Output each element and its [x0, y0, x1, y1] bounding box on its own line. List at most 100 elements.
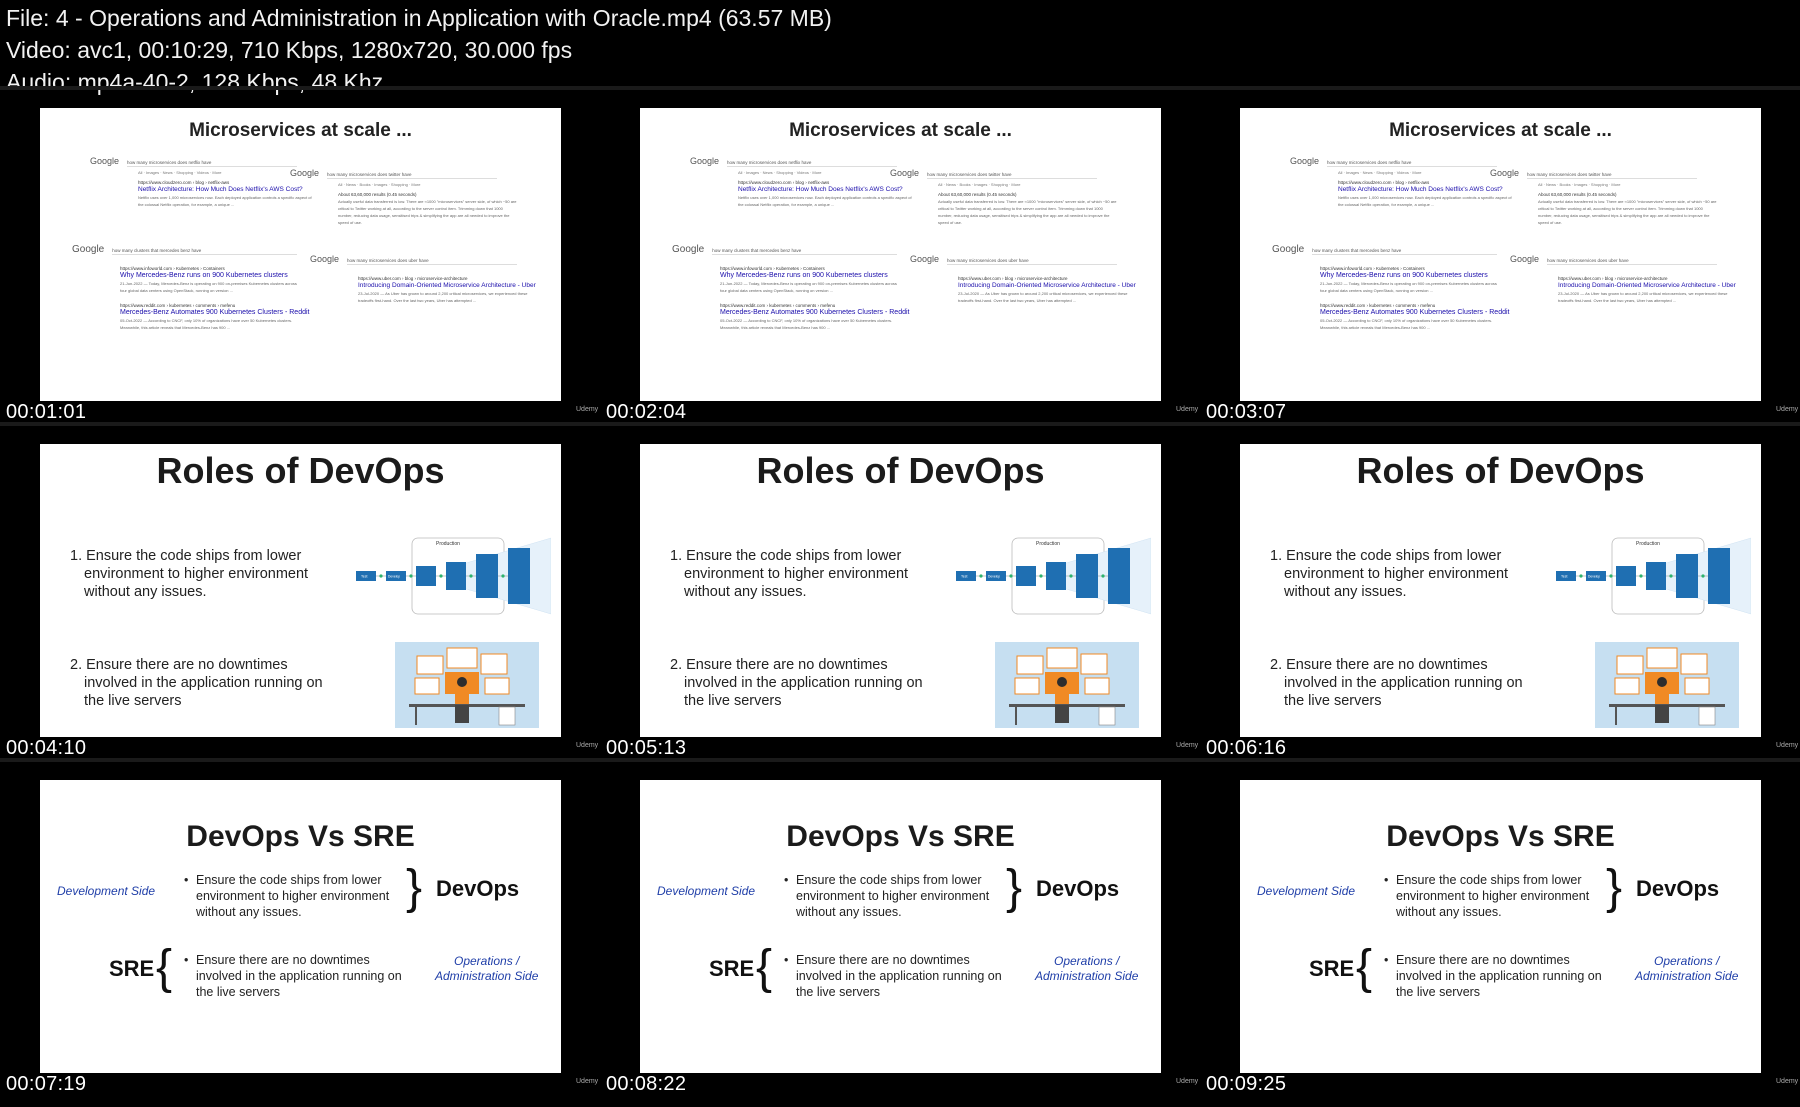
file-info-header: File: 4 - Operations and Administration …: [6, 2, 832, 98]
bullet-line: involved in the application running on: [796, 969, 1002, 983]
point-line: the live servers: [1284, 693, 1382, 709]
monitoring-illustration: [395, 642, 539, 728]
result-link: Introducing Domain-Oriented Microservice…: [358, 282, 536, 289]
slide-title: DevOps Vs SRE: [1386, 820, 1615, 853]
result-url: About 63,60,000 results (0.45 seconds): [338, 192, 417, 197]
result-snippet: 05-Oct-2022 — According to CNCF, only 10…: [1320, 318, 1493, 330]
stage-ultra: [1016, 566, 1036, 586]
udemy-watermark: Udemy: [1776, 1078, 1799, 1085]
sre-bullet: • Ensure there are no downtimes involved…: [784, 952, 1002, 1000]
slide-roles-of-devops: Roles of DevOps 1. Ensure the code ships…: [1240, 444, 1761, 737]
operations-side-label: Operations / Administration Side: [1635, 954, 1738, 984]
stage-label: Develop: [1588, 575, 1600, 579]
screen-left: [1616, 655, 1644, 675]
google-logo: Google: [1272, 244, 1305, 255]
result-snippet: Actually useful data transferred is low.…: [1538, 199, 1717, 225]
search-query: how many microservices does netflix have: [127, 159, 298, 167]
point-line: without any issues.: [684, 584, 807, 600]
udemy-watermark: Udemy: [576, 406, 599, 413]
google-logo: Google: [672, 244, 705, 255]
search-result-mercedes: Google how many clusters that mercedes be…: [672, 244, 910, 331]
monitoring-illustration: [1595, 642, 1739, 728]
devops-bullet: • Ensure the code ships from lower envir…: [1384, 872, 1589, 920]
stage-dot: [979, 574, 983, 578]
result-url: https://www.uber.com › blog › microservi…: [358, 276, 468, 281]
slide-title: Microservices at scale ...: [189, 120, 412, 141]
udemy-watermark: Udemy: [1176, 406, 1199, 413]
stage-light: [1646, 562, 1666, 590]
screen-small-left: [1014, 677, 1040, 695]
result-snippet: 23-Jul-2020 — As Uber has grown to aroun…: [358, 291, 528, 303]
search-tabs: All · Images · News · Shopping · Videos …: [138, 170, 222, 175]
slide-title: Microservices at scale ...: [1389, 120, 1612, 141]
development-side-label: Development Side: [57, 884, 156, 898]
bullet-line: the live servers: [196, 985, 281, 999]
development-side-label: Development Side: [1257, 884, 1356, 898]
search-query: how many microservices does twitter have: [1527, 171, 1698, 179]
devops-label: DevOps: [1036, 876, 1120, 901]
google-logo: Google: [1290, 156, 1320, 166]
search-tabs: All · Images · News · Shopping · Videos …: [738, 170, 822, 175]
udemy-watermark: Udemy: [1776, 742, 1799, 749]
closing-brace: }: [1606, 861, 1623, 914]
person-body: [1055, 687, 1069, 705]
person-head: [1057, 677, 1067, 687]
bullet-line: without any issues.: [196, 905, 302, 919]
sre-bullet: • Ensure there are no downtimes involved…: [184, 952, 402, 1000]
frame-timestamp: 00:04:10: [6, 737, 87, 759]
point-line: 1. Ensure the code ships from lower: [670, 548, 902, 564]
bullet-dot: •: [1384, 953, 1389, 967]
result-url: About 63,60,000 results (0.45 seconds): [1538, 192, 1617, 197]
point-line: the live servers: [684, 693, 782, 709]
frame-top-bar: [1200, 758, 1800, 762]
point-2: 2. Ensure there are no downtimes involve…: [670, 656, 923, 710]
screen-top: [1046, 647, 1078, 669]
stage-dot: [1069, 574, 1073, 578]
stage-dot: [1639, 574, 1643, 578]
stage-develop: [986, 571, 1006, 581]
slide-roles-of-devops: Roles of DevOps 1. Ensure the code ships…: [40, 444, 561, 737]
screen-small-right: [1684, 677, 1710, 695]
slide-title: Microservices at scale ...: [789, 120, 1012, 141]
stage-medium: [1076, 554, 1098, 598]
person-head: [457, 677, 467, 687]
result-snippet: Netflix uses over 1,000 microservices no…: [138, 195, 312, 207]
operations-side-label: Operations / Administration Side: [435, 954, 538, 984]
ops-side-line: Operations /: [1054, 954, 1120, 968]
result-url: https://www.cloudzero.com › blog › netfl…: [138, 180, 230, 185]
result-snippet: Actually useful data transferred is low.…: [338, 199, 517, 225]
screen-right: [480, 653, 508, 675]
bullet-line: Ensure there are no downtimes: [1396, 953, 1570, 967]
google-logo: Google: [1490, 168, 1520, 178]
frame-timestamp: 00:07:19: [6, 1073, 87, 1095]
stage-label: Develop: [388, 575, 400, 579]
frame-timestamp: 00:05:13: [606, 737, 687, 759]
search-query: how many microservices does uber have: [1547, 257, 1718, 265]
search-query: how many microservices does twitter have: [327, 171, 498, 179]
point-line: 2. Ensure there are no downtimes: [70, 657, 288, 673]
google-logo: Google: [1510, 254, 1540, 264]
screen-right: [1680, 653, 1708, 675]
stage-develop: [1586, 571, 1606, 581]
ops-side-line: Administration Side: [1635, 969, 1739, 983]
slide-title: Roles of DevOps: [156, 450, 445, 491]
result-url: https://www.cloudzero.com › blog › netfl…: [738, 180, 830, 185]
stage-label: Test: [1561, 575, 1567, 579]
point-line: environment to higher environment: [84, 566, 309, 582]
desk-leg: [1015, 707, 1017, 725]
sre-label: SRE: [709, 956, 755, 981]
result-link: Mercedes-Benz Automates 900 Kubernetes C…: [120, 309, 310, 316]
result-link: Netflix Architecture: How Much Does Netf…: [138, 186, 303, 193]
slide-roles-of-devops: Roles of DevOps 1. Ensure the code ships…: [640, 444, 1161, 737]
search-query: how many clusters that mercedes benz hav…: [712, 247, 898, 255]
screen-left: [1016, 655, 1044, 675]
closing-brace: }: [1006, 861, 1023, 914]
stage-dot: [439, 574, 443, 578]
frame-timestamp: 00:01:01: [6, 401, 87, 423]
point-line: environment to higher environment: [1284, 566, 1509, 582]
slide-title: Roles of DevOps: [756, 450, 1045, 491]
screen-left: [416, 655, 444, 675]
bullet-dot: •: [184, 953, 189, 967]
